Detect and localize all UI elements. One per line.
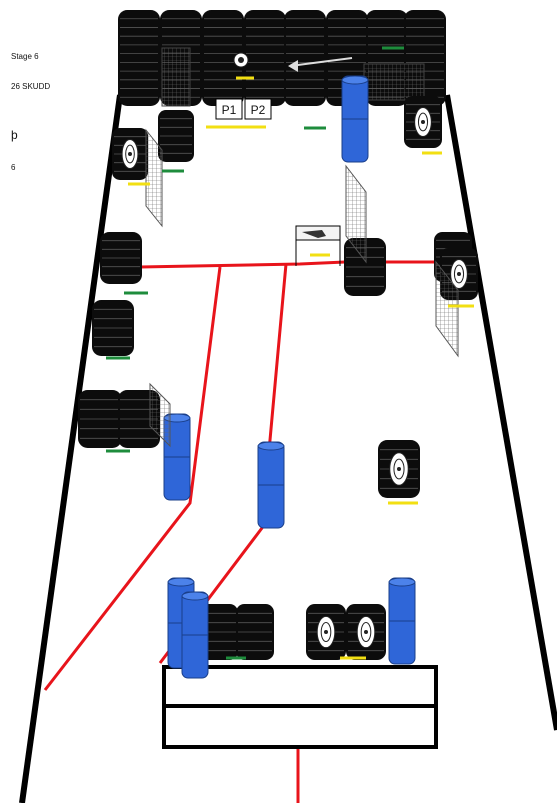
back-wall-tire-stack <box>244 10 286 106</box>
tire-stack <box>236 604 274 660</box>
target-on-tires-icon <box>414 106 432 138</box>
tire-stack <box>112 128 148 180</box>
tire-stack <box>92 300 134 356</box>
range-boundary <box>19 94 557 803</box>
tire-stack <box>78 390 122 448</box>
stage-title: Stage 6 <box>11 52 39 61</box>
tire-stack <box>344 238 386 296</box>
blue-barrel <box>388 577 416 665</box>
tire-stack <box>378 440 420 498</box>
blue-barrel <box>257 441 285 529</box>
stage-count: 6 <box>11 163 16 172</box>
marker-glyph: þ <box>11 128 18 142</box>
netting-fence-icon <box>363 63 425 101</box>
target-on-tires-icon <box>233 52 249 68</box>
floor-marks <box>106 46 474 660</box>
round-count: 26 SKUDD <box>11 82 51 91</box>
target-on-tires-icon <box>316 615 336 649</box>
back-tire-wall <box>118 10 446 107</box>
tire-stack <box>346 604 386 660</box>
position-p1-label: P1 <box>222 103 237 117</box>
back-wall-tire-stack <box>202 10 244 106</box>
left-arrow-icon <box>288 57 353 72</box>
tire-stack <box>100 232 142 284</box>
target-on-tires-icon <box>389 452 409 486</box>
position-p2-label: P2 <box>251 103 266 117</box>
back-wall-tire-stack <box>118 10 160 106</box>
target-on-tires-icon <box>121 138 139 170</box>
position-p2-box: P2 <box>244 98 272 120</box>
netting-fence-icon <box>161 47 191 107</box>
tire-stacks <box>78 96 478 660</box>
target-on-tires-icon <box>450 258 468 290</box>
tire-stack <box>404 96 442 148</box>
tire-stack <box>306 604 346 660</box>
shooting-box <box>162 665 438 749</box>
position-p1-box: P1 <box>215 98 243 120</box>
netting-fence-icon <box>145 128 163 228</box>
tire-stack <box>158 110 194 162</box>
netting-fence-icon <box>149 382 171 448</box>
netting-fence-icon <box>435 260 459 358</box>
table-with-gun-icon <box>295 225 341 266</box>
blue-barrel <box>341 75 369 163</box>
blue-barrel <box>181 591 209 679</box>
target-on-tires-icon <box>356 615 376 649</box>
netting-fences <box>145 128 459 448</box>
back-wall-tire-stack <box>284 10 326 106</box>
blue-barrels <box>163 75 416 679</box>
netting-fence-icon <box>345 164 367 264</box>
